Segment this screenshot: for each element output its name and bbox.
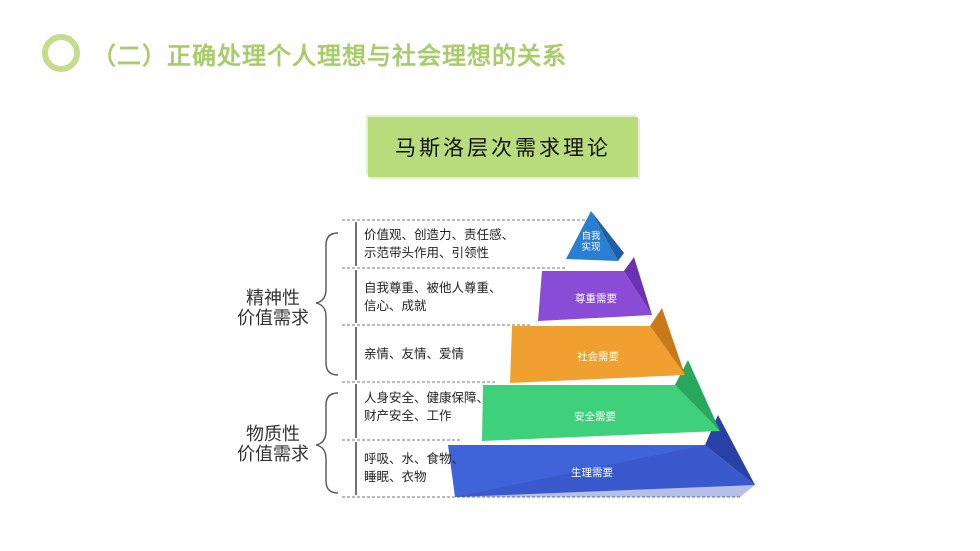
level-4-desc: 人身安全、健康保障、财产安全、工作: [364, 390, 490, 423]
pyramid-level-social: [510, 308, 685, 383]
pyramid-graphic: [315, 211, 755, 498]
pyramid-level-self-actualization: [566, 211, 624, 261]
level-2-name: 尊重需要: [575, 293, 617, 305]
theory-banner: 马斯洛层次需求理论: [368, 117, 638, 177]
level-dividers: [342, 219, 740, 498]
pyramid-level-esteem: [538, 257, 652, 321]
material-needs-brace: [315, 392, 339, 494]
maslow-pyramid-figure: 价值观、创造力、责任感、示范带头作用、引领性 自我尊重、被他人尊重、信心、成就 …: [220, 205, 765, 510]
pyramid-level-safety: [482, 360, 720, 441]
level-1-desc: 价值观、创造力、责任感、示范带头作用、引领性: [364, 227, 515, 260]
level-3-name: 社会需要: [577, 351, 619, 363]
level-5-name: 生理需要: [571, 467, 613, 479]
level-3-desc: 亲情、友情、爱情: [364, 346, 465, 361]
slide-title: （二）正确处理个人理想与社会理想的关系: [92, 42, 567, 70]
title-ring-icon: [42, 34, 80, 72]
level-1-name: 自我实现: [581, 231, 601, 253]
level-4-name: 安全需要: [574, 411, 616, 423]
material-needs-label: 物质性价值需求: [237, 424, 309, 465]
pyramid-level-physiological: [448, 415, 755, 497]
spiritual-needs-label: 精神性价值需求: [237, 288, 309, 329]
level-5-desc: 呼吸、水、食物、睡眠、衣物: [364, 451, 465, 484]
level-2-desc: 自我尊重、被他人尊重、信心、成就: [364, 280, 502, 313]
spiritual-needs-brace: [315, 232, 339, 376]
